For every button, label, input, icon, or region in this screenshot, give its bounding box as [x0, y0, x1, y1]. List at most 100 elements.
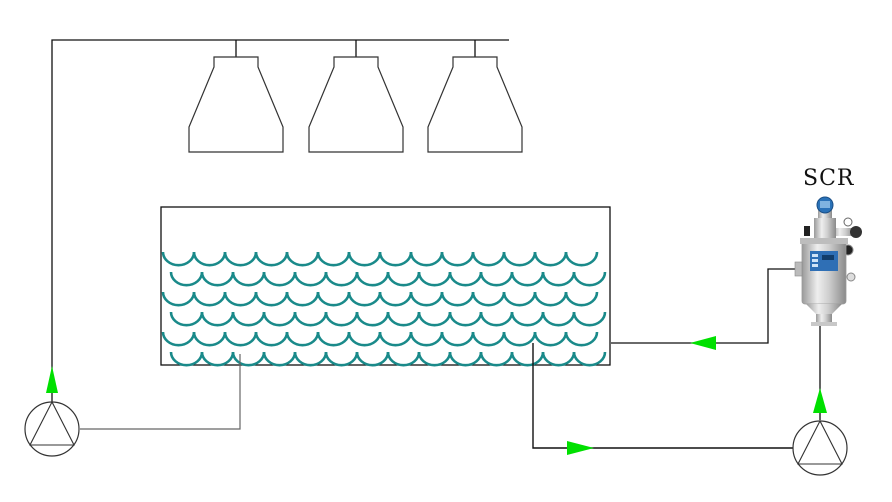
water-scale: [347, 331, 382, 347]
water-scale: [541, 311, 576, 327]
water-scale: [386, 271, 421, 287]
water-scale: [285, 251, 320, 267]
spray-nozzle: [427, 56, 523, 153]
water-scale: [316, 331, 351, 347]
water-scale: [293, 351, 328, 367]
water-scale: [440, 251, 475, 267]
water-scale: [510, 271, 545, 287]
water-scale: [254, 331, 289, 347]
filter-return-pipe: [611, 268, 795, 344]
water-scale: [192, 291, 227, 307]
water-scales-pattern: [161, 251, 607, 367]
water-scale: [471, 291, 506, 307]
water-scale: [316, 291, 351, 307]
water-scale: [231, 351, 266, 367]
water-scale: [510, 311, 545, 327]
water-scale: [324, 351, 359, 367]
water-scale: [533, 291, 568, 307]
water-scale: [161, 251, 196, 267]
water-scale: [479, 271, 514, 287]
water-scale: [409, 251, 444, 267]
water-scale: [161, 331, 196, 347]
spray-nozzle: [308, 56, 404, 153]
water-scale: [316, 251, 351, 267]
flow-arrow-bottom-right: [567, 441, 594, 455]
water-scale: [285, 331, 320, 347]
flow-arrow-right-up: [813, 388, 827, 413]
water-scale: [169, 311, 204, 327]
water-scale: [564, 331, 599, 347]
water-scale: [200, 351, 235, 367]
water-scale: [479, 311, 514, 327]
water-scale: [417, 271, 452, 287]
scr-filter-label: SCR: [803, 166, 855, 191]
water-scale: [417, 311, 452, 327]
water-scale: [572, 311, 607, 327]
flow-arrow-left-up: [46, 366, 58, 393]
water-scale: [502, 291, 537, 307]
water-scale: [347, 291, 382, 307]
water-scale: [254, 291, 289, 307]
scr-filter[interactable]: [794, 196, 862, 326]
water-scale: [262, 311, 297, 327]
water-scale: [502, 251, 537, 267]
water-scale: [440, 331, 475, 347]
water-scale: [564, 291, 599, 307]
water-scale: [448, 271, 483, 287]
water-scale: [169, 351, 204, 367]
water-scale: [324, 271, 359, 287]
water-scale: [223, 331, 258, 347]
water-scale: [192, 251, 227, 267]
water-scale: [347, 251, 382, 267]
water-scale: [440, 291, 475, 307]
water-scale: [262, 351, 297, 367]
spray-nozzle: [188, 56, 284, 153]
top-header-pipe: [51, 39, 509, 402]
water-scale: [355, 271, 390, 287]
water-scale: [386, 311, 421, 327]
water-scale: [231, 311, 266, 327]
water-scale: [541, 271, 576, 287]
water-scale: [285, 291, 320, 307]
water-scale: [533, 331, 568, 347]
water-scale: [355, 311, 390, 327]
pump-right[interactable]: [792, 419, 848, 476]
water-scale: [409, 291, 444, 307]
left-suction-pipe: [80, 354, 241, 430]
right-suction-pipe: [532, 343, 793, 449]
water-scale: [200, 311, 235, 327]
water-tank: [160, 206, 611, 366]
water-scale: [448, 311, 483, 327]
water-scale: [262, 271, 297, 287]
water-scale: [169, 271, 204, 287]
water-scale: [471, 331, 506, 347]
water-scale: [161, 291, 196, 307]
water-scale: [231, 271, 266, 287]
water-scale: [192, 331, 227, 347]
spray-nozzles: [188, 56, 523, 153]
water-scale: [572, 271, 607, 287]
water-scale: [223, 251, 258, 267]
water-scale: [533, 251, 568, 267]
water-scale: [293, 311, 328, 327]
water-scale: [223, 291, 258, 307]
water-scale: [409, 331, 444, 347]
water-scale: [378, 251, 413, 267]
water-scale: [479, 351, 514, 367]
water-scale: [572, 351, 607, 367]
water-scale: [417, 351, 452, 367]
pump-left[interactable]: [24, 400, 80, 457]
water-scale: [293, 271, 328, 287]
water-scale: [471, 251, 506, 267]
water-scale: [448, 351, 483, 367]
flow-arrow-return-left: [690, 336, 716, 350]
water-scale: [378, 331, 413, 347]
water-scale: [541, 351, 576, 367]
water-scale: [324, 311, 359, 327]
water-scale: [254, 251, 289, 267]
water-scale: [386, 351, 421, 367]
water-scale: [378, 291, 413, 307]
water-scale: [510, 351, 545, 367]
water-scale: [355, 351, 390, 367]
